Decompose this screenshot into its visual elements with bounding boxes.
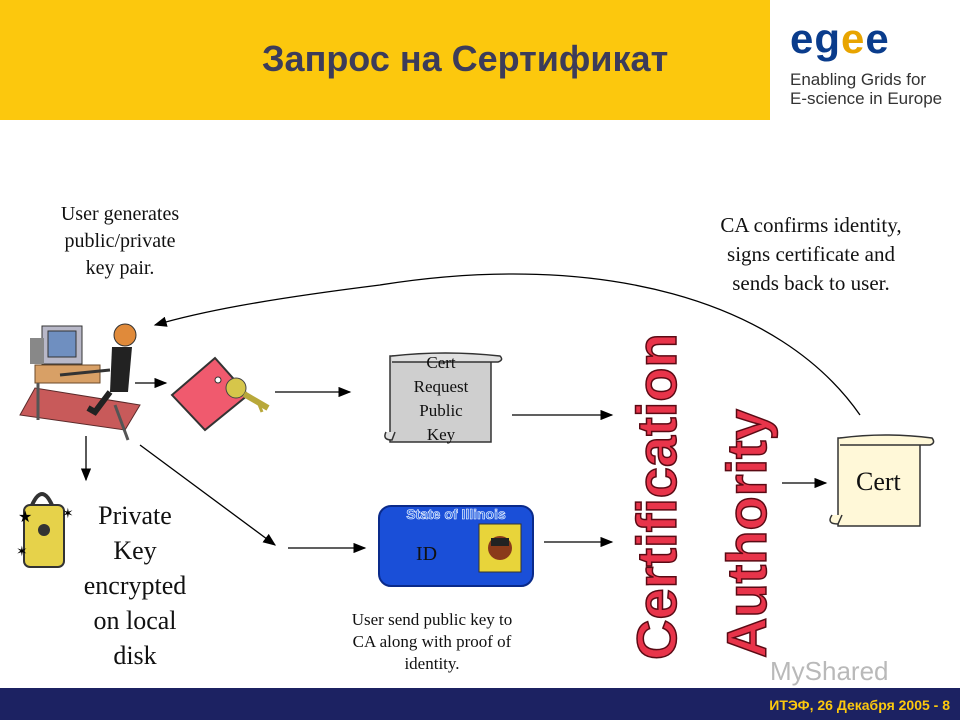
footer-text: ИТЭФ, 26 Декабря 2005 - 8 <box>769 697 950 713</box>
private-key-line-2: Key <box>113 536 157 565</box>
ca-confirms-line-1: CA confirms identity, <box>720 213 902 237</box>
logo-letter-1: e <box>790 15 815 62</box>
private-key-line-3: encrypted <box>83 571 187 600</box>
user-generates-line-3: key pair. <box>85 257 155 279</box>
logo-letter-4: e <box>865 15 890 62</box>
private-key-line-5: disk <box>113 641 157 670</box>
cert-request-line-1: Cert <box>426 353 456 372</box>
cert-scroll <box>829 434 935 527</box>
cert-request-scroll <box>384 352 503 443</box>
ca-confirms-line-2: signs certificate and <box>727 242 895 266</box>
key-pair-icon <box>170 356 270 432</box>
title-bar <box>0 0 770 120</box>
cert-request-line-3: Public <box>419 401 463 420</box>
user-generates-line-1: User generates <box>60 203 180 225</box>
footer-bar: ИТЭФ, 26 Декабря 2005 - 8 <box>0 688 960 720</box>
cert-label: Cert <box>856 467 901 496</box>
id-label: ID <box>416 543 438 565</box>
cert-request-line-4: Key <box>426 425 456 444</box>
page-title: Запрос на Сертификат <box>262 38 669 79</box>
id-state-label: State of Illinois <box>406 506 506 523</box>
cert-request-line-2: Request <box>413 377 469 396</box>
logo-tagline-1: Enabling Grids for <box>790 70 927 89</box>
svg-text:✶: ✶ <box>62 507 74 522</box>
private-key-line-1: Private <box>98 501 172 530</box>
authority-label: Authority <box>715 409 778 658</box>
logo-tagline-2: E-science in Europe <box>790 89 943 108</box>
arrow-user-to-id <box>139 444 277 546</box>
return-arrow <box>153 273 861 416</box>
user-send-line-2: CA along with proof of <box>352 632 512 651</box>
svg-text:★: ★ <box>18 509 32 526</box>
private-key-line-4: on local <box>93 606 177 635</box>
ca-confirms-line-3: sends back to user. <box>732 271 890 295</box>
cert-request-text: Cert Request Public Key <box>392 351 490 447</box>
logo-letter-2: g <box>814 15 842 62</box>
user-send-text: User send public key to CA along with pr… <box>318 609 546 675</box>
logo-wordmark: egee <box>790 18 890 60</box>
private-key-text: Private Key encrypted on local disk <box>62 498 208 673</box>
certification-label: Certification <box>625 333 688 660</box>
svg-text:✶: ✶ <box>16 545 28 560</box>
logo-letter-3: e <box>841 15 866 62</box>
user-computer-icon <box>19 323 141 441</box>
id-card <box>378 505 534 587</box>
locked-disk-icon: ★ ✶ ✶ <box>16 492 74 568</box>
ca-confirms-text: CA confirms identity, signs certificate … <box>686 211 936 298</box>
user-generates-text: User generates public/private key pair. <box>40 201 200 282</box>
watermark: MyShared <box>770 656 889 686</box>
user-send-line-1: User send public key to <box>351 610 513 629</box>
user-send-line-3: identity. <box>404 654 460 673</box>
user-generates-line-2: public/private <box>64 230 176 252</box>
